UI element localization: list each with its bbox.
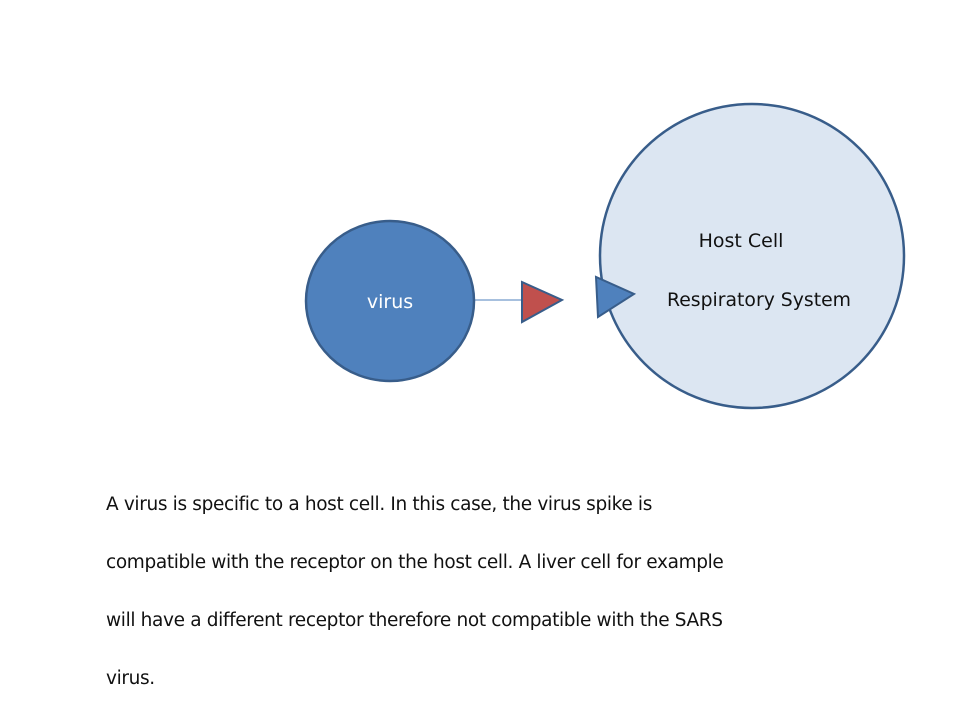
host-cell-title: Host Cell	[699, 230, 784, 252]
caption-line: A virus is specific to a host cell. In t…	[106, 494, 652, 515]
virus-circle	[304, 219, 476, 383]
caption-line: will have a different receptor therefore…	[106, 610, 723, 631]
host-cell-subtitle: Respiratory System	[667, 289, 851, 311]
spike-triangle	[521, 280, 565, 324]
caption-line: virus.	[106, 668, 155, 689]
virus-label: virus	[367, 291, 413, 313]
caption-text: A virus is specific to a host cell. In t…	[106, 461, 806, 722]
caption-line: compatible with the receptor on the host…	[106, 552, 724, 573]
host-cell-circle	[598, 102, 906, 410]
receptor-triangle	[594, 275, 637, 319]
